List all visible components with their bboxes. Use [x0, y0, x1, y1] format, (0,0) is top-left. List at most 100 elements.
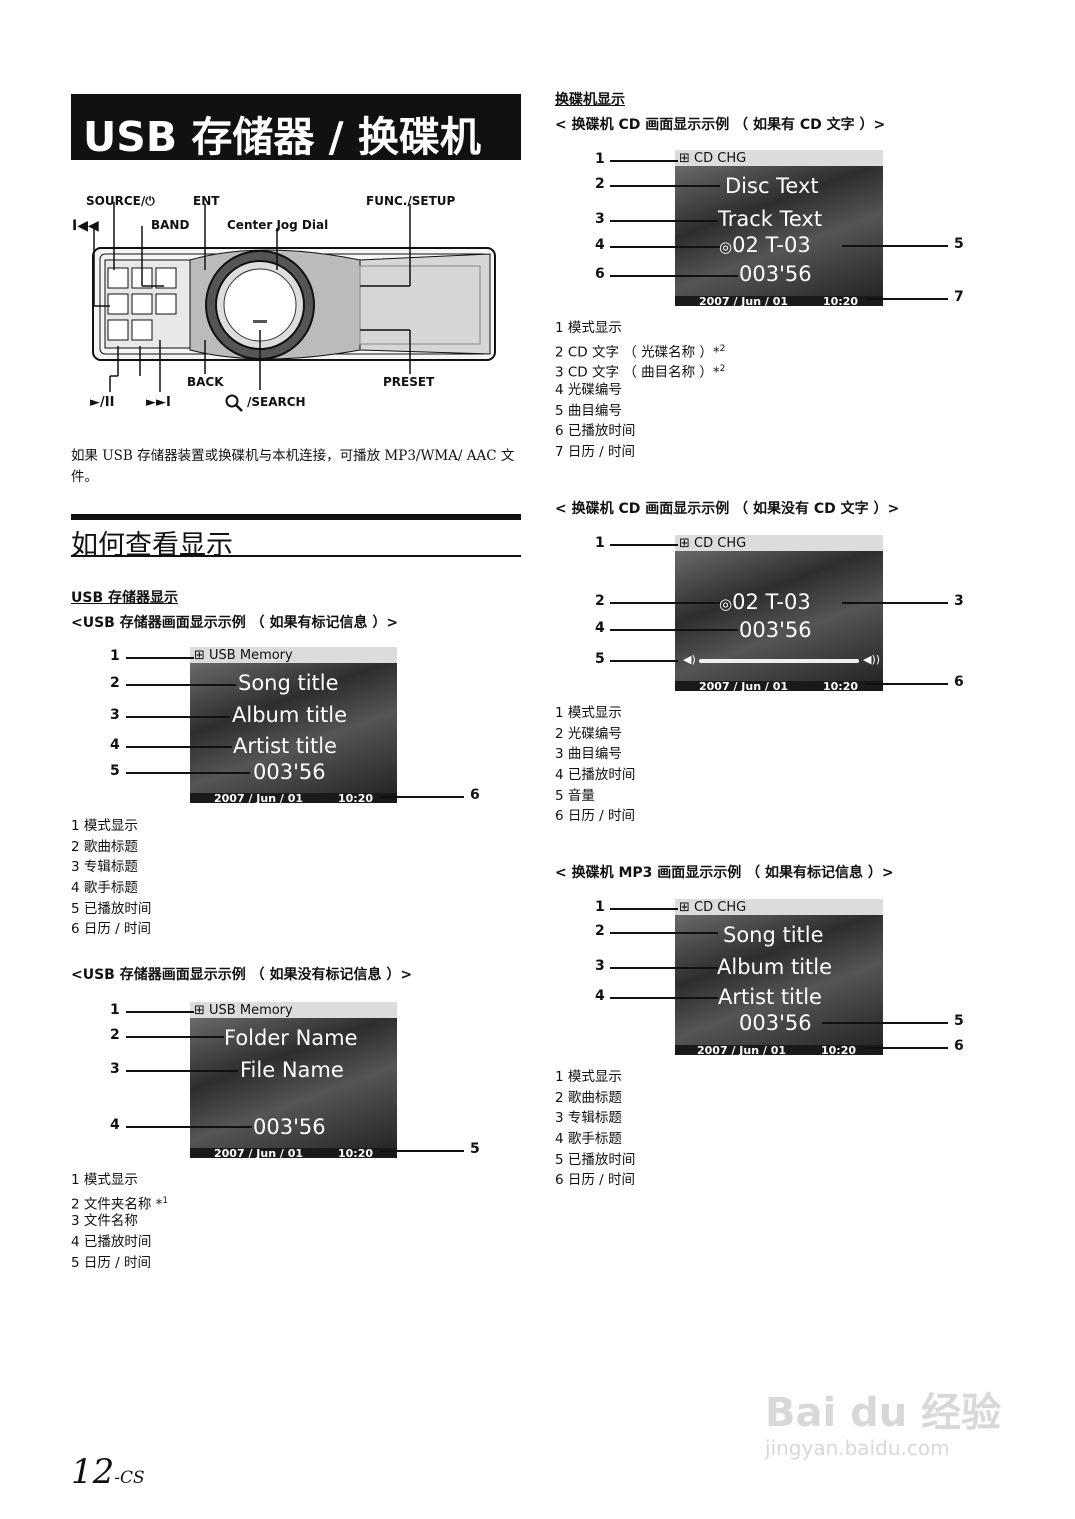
changer-ex1-screen: ⊞ CD CHG Disc Text Track Text ◎02 T-03 0…	[675, 150, 883, 306]
legend-item: 6 日历 / 时间	[71, 921, 152, 938]
usb-ex2-legend: 1 模式显示 2 文件夹名称 *1 3 文件名称 4 已播放时间 5 日历 / …	[71, 1170, 168, 1273]
legend-item: 4 光碟编号	[555, 382, 622, 399]
legend-item: 4 歌手标题	[71, 880, 138, 897]
leader	[610, 160, 678, 162]
usb-ex2-screen: ⊞ USB Memory Folder Name File Name 003'5…	[190, 1002, 397, 1158]
callout-3: 3	[110, 1061, 120, 1077]
page-title: USB 存储器 / 换碟机	[83, 113, 481, 161]
callout-6: 6	[954, 1038, 964, 1054]
callout-6: 6	[954, 674, 964, 690]
mode-text: ⊞ CD CHG	[679, 536, 747, 551]
screen-line-1: Disc Text	[725, 174, 819, 198]
volume-low-icon: ◀)	[683, 653, 696, 666]
usb-ex1-legend: 1 模式显示 2 歌曲标题 3 专辑标题 4 歌手标题 5 已播放时间 6 日历…	[71, 816, 151, 940]
callout-3: 3	[954, 593, 964, 609]
leader	[610, 967, 718, 969]
callout-1: 1	[595, 535, 605, 551]
leader	[610, 629, 738, 631]
changer-ex3-screen: ⊞ CD CHG Song title Album title Artist t…	[675, 899, 883, 1055]
callout-2: 2	[595, 593, 605, 609]
legend-item: 1 模式显示	[71, 1172, 138, 1188]
legend-item: 2 光碟编号	[555, 725, 622, 742]
mode-text: ⊞ CD CHG	[679, 900, 747, 915]
leader	[126, 1011, 194, 1013]
legend-item: 3 文件名称	[71, 1213, 138, 1230]
callout-5: 5	[954, 236, 964, 252]
changer-ex2-screen: ⊞ CD CHG ◎02 T-03 003'56 ◀) ◀)) 2007 / J…	[675, 535, 883, 691]
leader	[822, 1022, 948, 1024]
legend-item: 2 歌曲标题	[71, 838, 138, 855]
callout-2: 2	[595, 923, 605, 939]
callout-2: 2	[595, 176, 605, 192]
callout-7: 7	[954, 289, 964, 305]
head-unit-diagram: SOURCE/⏻ ENT FUNC./SETUP I◀◀ BAND Center…	[60, 190, 530, 420]
label-prev: I◀◀	[72, 218, 99, 234]
leader	[610, 660, 678, 662]
leader	[842, 245, 948, 247]
leader	[610, 908, 678, 910]
legend-item: 5 音量	[555, 787, 595, 804]
changer-ex3-title: < 换碟机 MP3 画面显示示例 （ 如果有标记信息 ）>	[555, 865, 894, 881]
callout-6: 6	[470, 787, 480, 803]
leader	[842, 602, 948, 604]
legend-item: 4 已播放时间	[555, 767, 636, 784]
leader	[126, 1126, 252, 1128]
callout-4: 4	[110, 1117, 120, 1133]
leader	[380, 1150, 464, 1152]
leader	[126, 1036, 224, 1038]
footnote-marker: 2	[719, 364, 726, 375]
usb-ex2-title: <USB 存储器画面显示示例 （ 如果没有标记信息 ）>	[71, 967, 413, 983]
legend-item: 5 日历 / 时间	[71, 1254, 152, 1271]
screen-date: 2007 / Jun / 01	[697, 1044, 787, 1055]
callout-1: 1	[595, 151, 605, 167]
callout-5: 5	[954, 1013, 964, 1029]
screen-date: 2007 / Jun / 01	[699, 680, 789, 691]
screen-time: 10:20	[338, 1147, 374, 1158]
legend-item: 6 已播放时间	[555, 423, 636, 440]
callout-3: 3	[595, 958, 605, 974]
callout-6: 6	[595, 266, 605, 282]
leader	[865, 1047, 948, 1049]
leader	[126, 716, 230, 718]
watermark: Bai du 经验	[765, 1390, 1002, 1436]
screen-line-3: Artist title	[233, 734, 337, 758]
disc-icon: ◎	[719, 595, 733, 613]
legend-item: 2 文件夹名称 *1	[71, 1195, 169, 1213]
leader	[610, 932, 718, 934]
usb-heading: USB 存储器显示	[71, 590, 178, 606]
screen-time: 10:20	[823, 295, 859, 306]
changer-ex2-title: < 换碟机 CD 画面显示示例 （ 如果没有 CD 文字 ）>	[555, 501, 900, 517]
callout-5: 5	[110, 763, 120, 779]
leader	[126, 684, 236, 686]
legend-item: 3 曲目编号	[555, 746, 622, 763]
volume-high-icon: ◀))	[863, 653, 881, 666]
legend-item: 2 歌曲标题	[555, 1089, 622, 1106]
head-unit-drawing	[92, 202, 496, 392]
changer-ex1-legend: 1 模式显示 2 CD 文字 （ 光碟名称 ）*2 3 CD 文字 （ 曲目名称…	[555, 318, 725, 463]
screen-line-2: Track Text	[718, 207, 823, 231]
screen-date: 2007 / Jun / 01	[214, 1147, 304, 1158]
mode-text: ⊞ USB Memory	[194, 1003, 293, 1018]
leader	[610, 275, 738, 277]
label-preset: PRESET	[383, 375, 435, 389]
callout-4: 4	[595, 988, 605, 1004]
legend-item: 4 已播放时间	[71, 1234, 152, 1251]
legend-item: 2 CD 文字 （ 光碟名称 ）*2	[555, 343, 726, 361]
screen-time: 10:20	[338, 792, 374, 803]
changer-ex1-title: < 换碟机 CD 画面显示示例 （ 如果有 CD 文字 ）>	[555, 117, 886, 133]
legend-item: 1 模式显示	[71, 818, 138, 834]
leader	[126, 772, 250, 774]
label-source: SOURCE/⏻	[86, 194, 155, 208]
screen-line-4: 003'56	[739, 262, 812, 286]
legend-item: 5 已播放时间	[71, 900, 152, 917]
legend-item: 7 日历 / 时间	[555, 444, 636, 461]
callout-5: 5	[470, 1141, 480, 1157]
intro-text: 如果 USB 存储器装置或换碟机与本机连接，可播放 MP3/WMA/ AAC 文…	[71, 448, 515, 485]
legend-item: 5 曲目编号	[555, 402, 622, 419]
callout-5: 5	[595, 651, 605, 667]
volume-bar	[699, 659, 859, 663]
label-jog: Center Jog Dial	[227, 218, 329, 232]
changer-ex3-legend: 1 模式显示 2 歌曲标题 3 专辑标题 4 歌手标题 5 已播放时间 6 日历…	[555, 1067, 635, 1191]
legend-item: 4 歌手标题	[555, 1131, 622, 1148]
label-back: BACK	[187, 375, 224, 389]
